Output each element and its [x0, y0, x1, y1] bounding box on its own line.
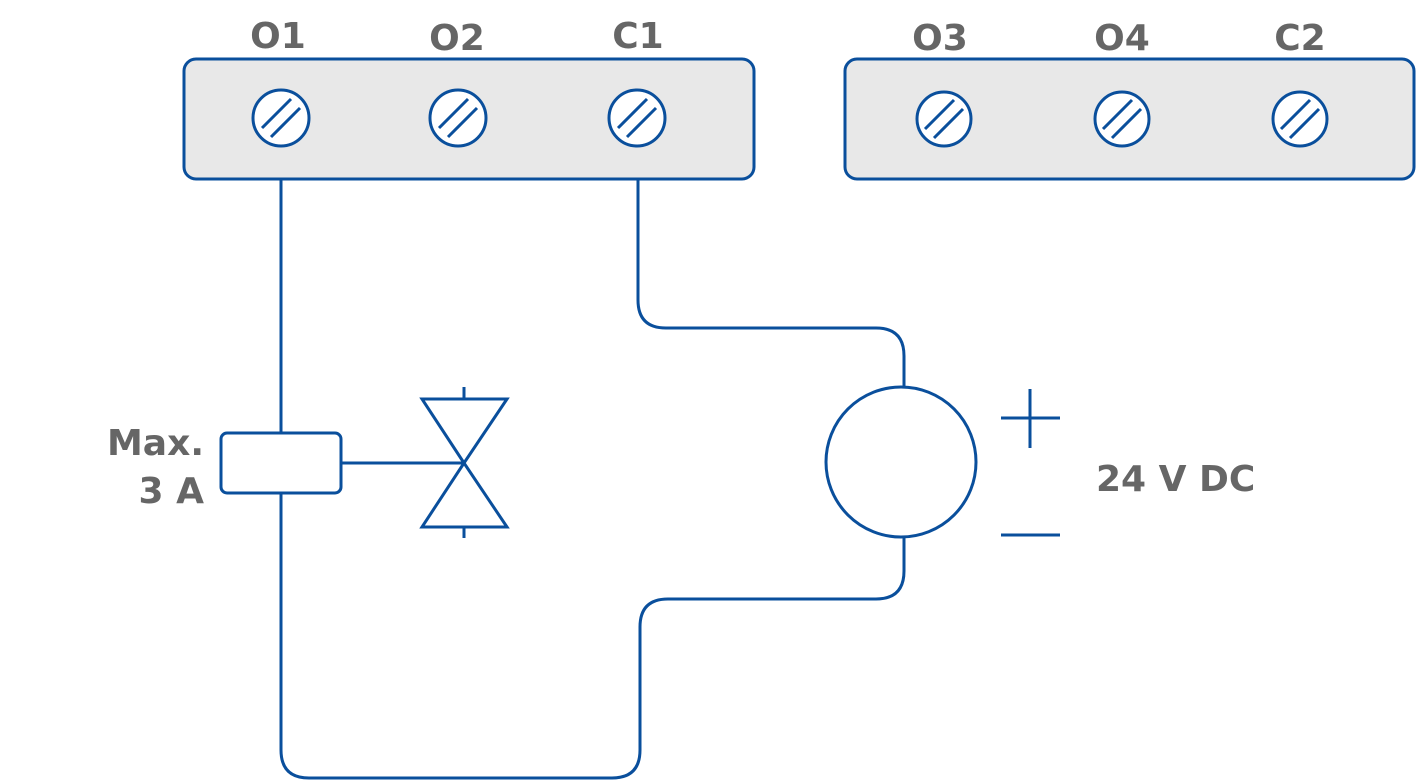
- supply-voltage-label: 24 V DC: [1096, 459, 1255, 500]
- valve-icon: [419, 387, 510, 538]
- wire-c1-to-supply-positive: [636, 179, 906, 388]
- terminal-block-right: [843, 57, 1416, 181]
- label-c1: C1: [612, 16, 663, 57]
- fuse: [219, 431, 343, 495]
- power-source-icon: [824, 385, 978, 539]
- plus-icon: [1001, 389, 1060, 448]
- label-o3: O3: [912, 18, 968, 59]
- screw-terminal-o4[interactable]: [1093, 90, 1151, 148]
- screw-terminal-o2[interactable]: [428, 88, 488, 148]
- label-o4: O4: [1094, 18, 1150, 59]
- wires: [279, 179, 906, 780]
- screw-terminal-c1[interactable]: [607, 88, 667, 148]
- terminal-block-left: [182, 57, 756, 181]
- screw-terminal-o3[interactable]: [915, 90, 973, 148]
- fuse-label-line2: 3 A: [139, 471, 205, 512]
- wire-fuse-to-supply-negative: [279, 493, 906, 780]
- fuse-label-line1: Max.: [107, 423, 204, 464]
- label-c2: C2: [1274, 18, 1325, 59]
- label-o1: O1: [250, 16, 306, 57]
- screw-terminal-o1[interactable]: [251, 88, 311, 148]
- screw-terminal-c2[interactable]: [1271, 90, 1329, 148]
- label-o2: O2: [429, 18, 485, 59]
